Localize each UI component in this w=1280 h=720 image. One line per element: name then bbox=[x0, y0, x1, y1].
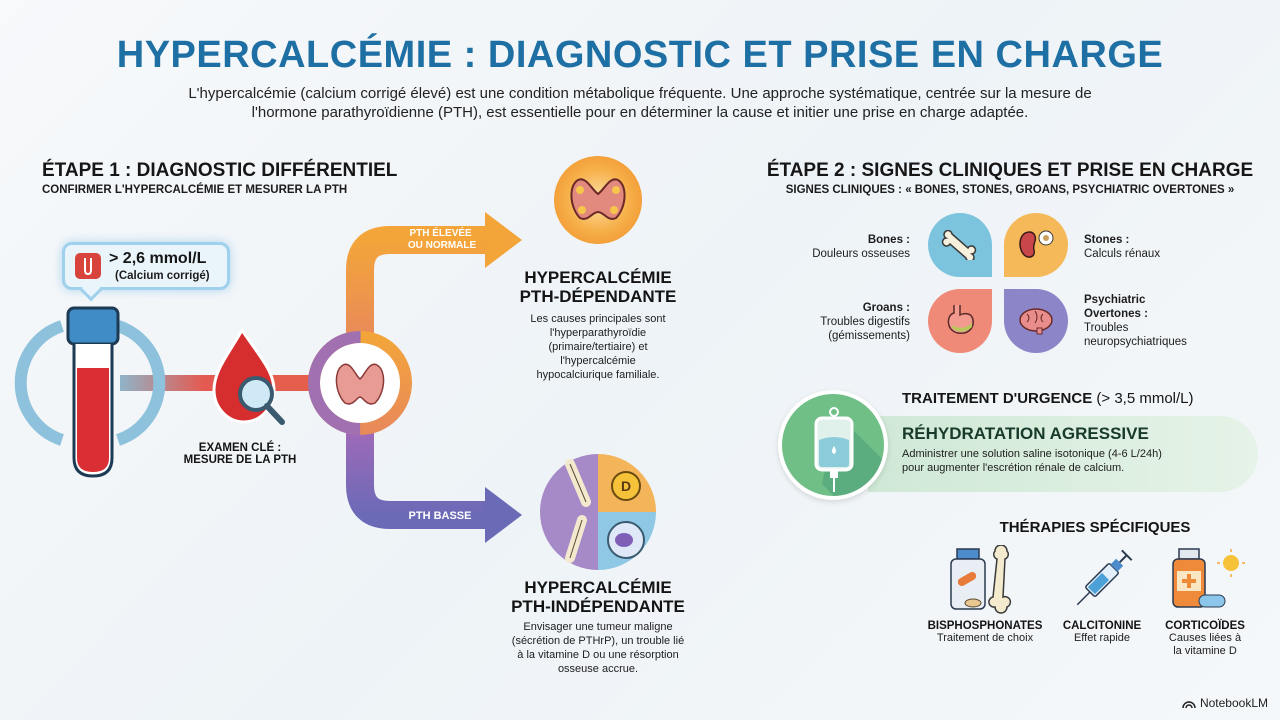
step2-heading: ÉTAPE 2 : SIGNES CLINIQUES ET PRISE EN C… bbox=[760, 160, 1260, 196]
pth-dependent-block: HYPERCALCÉMIE PTH-DÉPENDANTE Les causes … bbox=[498, 268, 698, 382]
arrow-label-low: PTH BASSE bbox=[409, 510, 472, 522]
intro-text: L'hypercalcémie (calcium corrigé élevé) … bbox=[140, 84, 1140, 122]
calcium-threshold-callout: > 2,6 mmol/L (Calcium corrigé) bbox=[62, 242, 230, 302]
sign-psychiatric-label: Psychiatric Overtones : Troubles neurops… bbox=[1084, 294, 1187, 348]
pth-independent-title-1: HYPERCALCÉMIE bbox=[524, 578, 672, 597]
pth-independent-desc: Envisager une tumeur maligne (sécrétion … bbox=[511, 621, 685, 675]
urgent-header: TRAITEMENT D'URGENCE (> 3,5 mmol/L) bbox=[902, 390, 1194, 407]
bone-icon bbox=[941, 230, 977, 260]
test-tube-icon bbox=[66, 306, 120, 478]
step1-subtitle: CONFIRMER L'HYPERCALCÉMIE ET MESURER LA … bbox=[42, 184, 348, 196]
medicine-bottle-sun-icon bbox=[1172, 548, 1245, 608]
pill-bottle-bone-icon bbox=[950, 544, 1012, 614]
test-tube-badge-icon bbox=[75, 253, 101, 279]
blood-drop-magnifier-icon bbox=[212, 327, 285, 425]
page-title: HYPERCALCÉMIE : DIAGNOSTIC ET PRISE EN C… bbox=[116, 34, 1164, 76]
pth-independent-causes-icon: D bbox=[540, 454, 656, 570]
step2-title: ÉTAPE 2 : SIGNES CLINIQUES ET PRISE EN C… bbox=[766, 160, 1254, 181]
pth-independent-title-2: PTH-INDÉPENDANTE bbox=[511, 597, 685, 616]
arrow-label-high: PTH ÉLEVÉE OU NORMALE bbox=[408, 226, 477, 251]
urgent-title: RÉHYDRATATION AGRESSIVE bbox=[902, 424, 1149, 443]
notebooklm-logo-icon bbox=[1182, 701, 1196, 709]
therapy-corticoides: CORTICOÏDES Causes liées à la vitamine D bbox=[1150, 545, 1260, 658]
intro-line-1: L'hypercalcémie (calcium corrigé élevé) … bbox=[188, 85, 1092, 102]
sign-groans-petal bbox=[928, 289, 992, 353]
svg-text:D: D bbox=[621, 478, 631, 494]
syringe-icon bbox=[1076, 549, 1133, 606]
sign-bones-label: Bones : Douleurs osseuses bbox=[812, 234, 910, 260]
iv-bag-icon bbox=[814, 407, 884, 496]
pth-dependent-title-2: PTH-DÉPENDANTE bbox=[519, 287, 677, 306]
pth-dependent-desc: Les causes principales sont l'hyperparat… bbox=[530, 313, 666, 381]
sign-psychiatric-petal bbox=[1004, 289, 1068, 353]
urgent-treatment-card: RÉHYDRATATION AGRESSIVE Administrer une … bbox=[868, 416, 1258, 492]
thyroid-icon bbox=[335, 363, 385, 405]
sign-groans-label: Groans : Troubles digestifs (gémissement… bbox=[820, 302, 910, 342]
threshold-label: (Calcium corrigé) bbox=[115, 270, 210, 282]
step1-title: ÉTAPE 1 : DIAGNOSTIC DIFFÉRENTIEL bbox=[42, 160, 398, 181]
step1-heading: ÉTAPE 1 : DIAGNOSTIC DIFFÉRENTIEL CONFIR… bbox=[42, 160, 397, 196]
threshold-value: > 2,6 mmol/L bbox=[109, 250, 207, 267]
intro-line-2: l'hormone parathyroïdienne (PTH), est es… bbox=[251, 104, 1029, 121]
urgent-desc: Administrer une solution saline isotoniq… bbox=[902, 448, 1162, 474]
stomach-icon bbox=[947, 305, 974, 334]
therapy-calcitonine: CALCITONINE Effet rapide bbox=[1050, 545, 1154, 644]
brain-icon bbox=[1019, 308, 1053, 335]
key-exam-label: EXAMEN CLÉ : MESURE DE LA PTH bbox=[183, 442, 297, 466]
step2-subtitle: SIGNES CLINIQUES : « BONES, STONES, GROA… bbox=[785, 184, 1235, 196]
sign-stones-label: Stones : Calculs rénaux bbox=[1084, 234, 1161, 260]
iv-bag-badge bbox=[778, 390, 888, 500]
sign-bones-petal bbox=[928, 213, 992, 277]
pth-independent-block: HYPERCALCÉMIE PTH-INDÉPENDANTE Envisager… bbox=[488, 578, 708, 676]
kidney-icon bbox=[1019, 230, 1054, 258]
pth-dependent-title-1: HYPERCALCÉMIE bbox=[524, 268, 672, 287]
therapy-bisphosphonates: BISPHOSPHONATES Traitement de choix bbox=[922, 544, 1048, 644]
therapies-title: THÉRAPIES SPÉCIFIQUES bbox=[999, 519, 1191, 536]
diagnostic-flow-diagram: D PTH ÉLEVÉE OU NORMALE PTH BASSE bbox=[14, 156, 656, 570]
notebooklm-brand: NotebookLM bbox=[1182, 696, 1268, 710]
sign-stones-petal bbox=[1004, 213, 1068, 277]
